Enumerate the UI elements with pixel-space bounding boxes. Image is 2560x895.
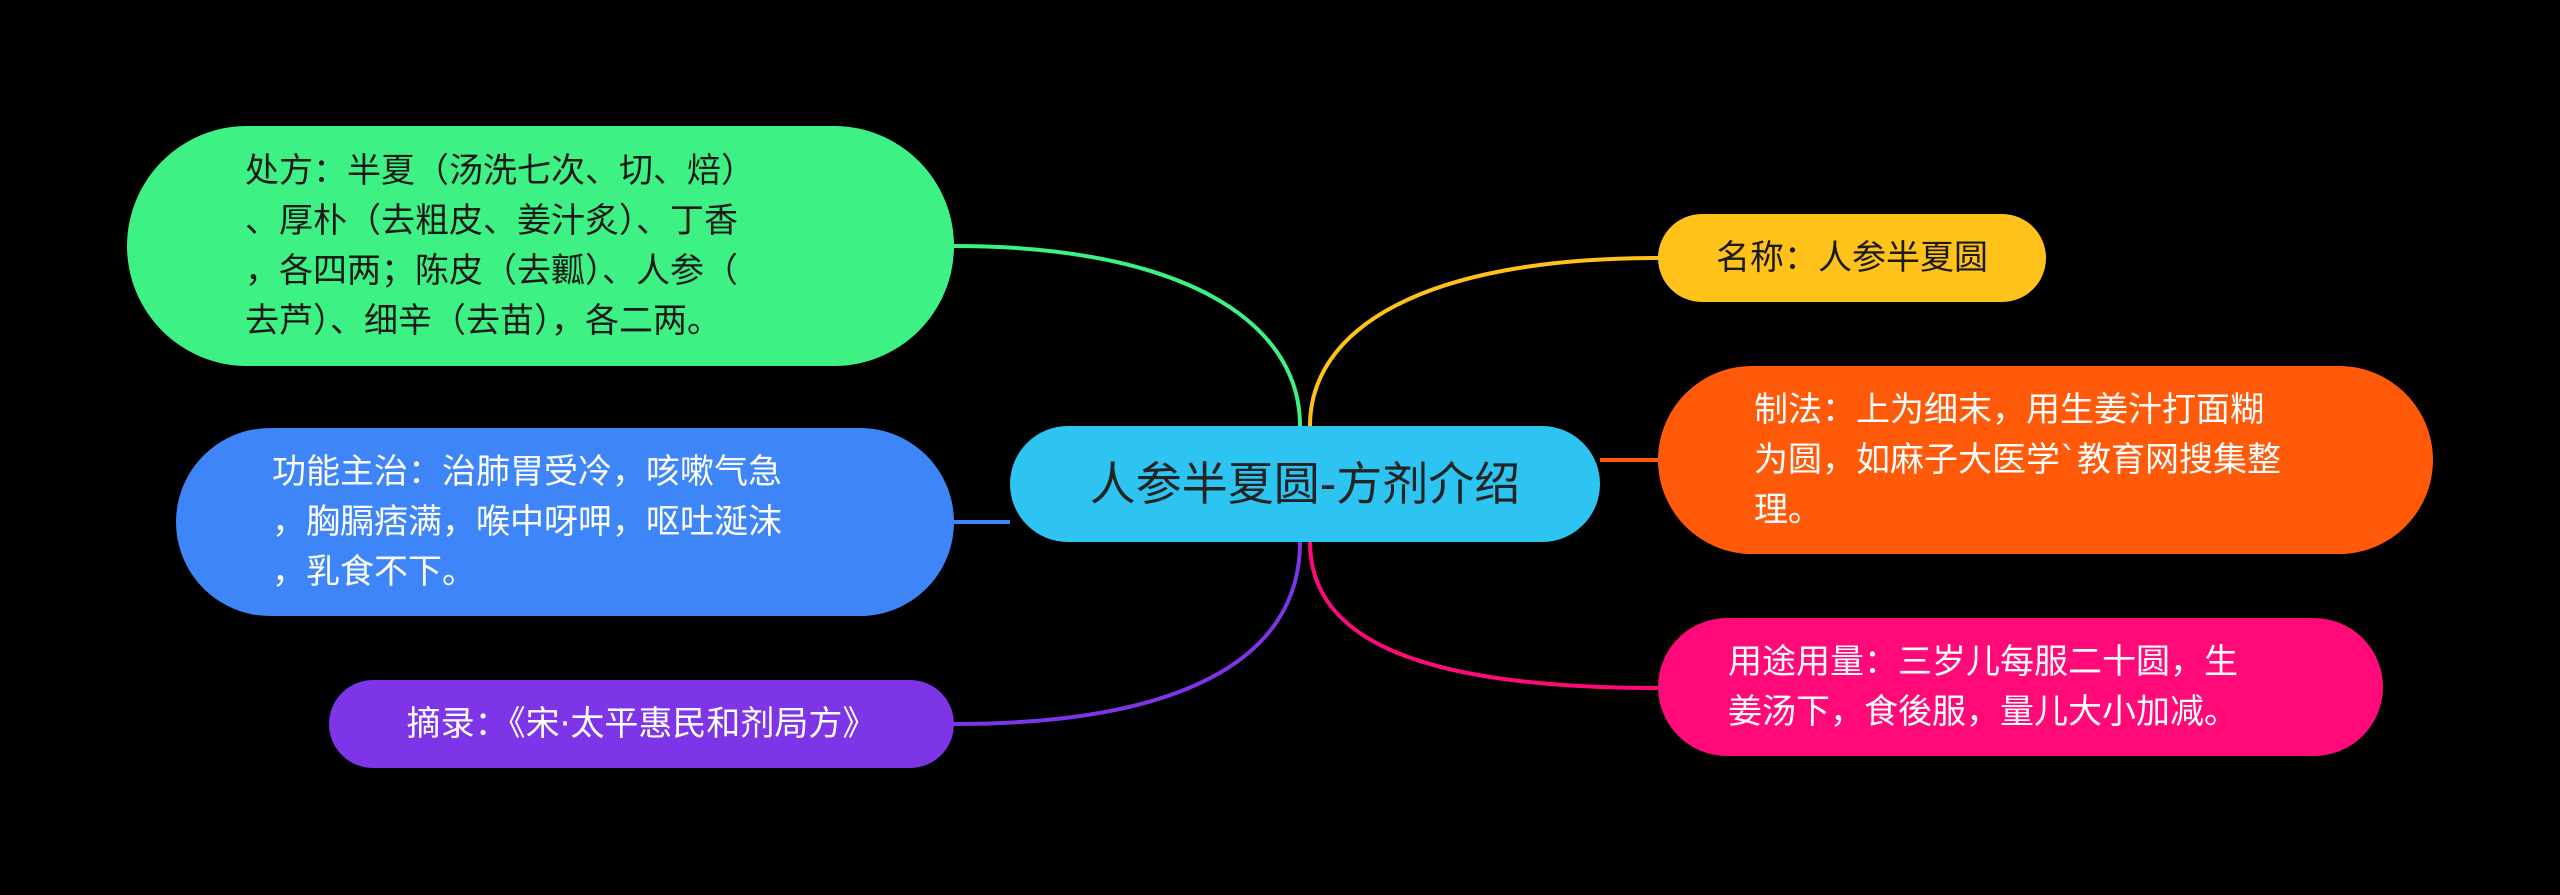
topic-prescription[interactable]: 处方：半夏（汤洗七次、切、焙） 、厚朴（去粗皮、姜汁炙）、丁香 ，各四两；陈皮（…	[127, 126, 954, 366]
topic-usage-text: 用途用量：三岁儿每服二十圆，生 姜汤下，食後服，量儿大小加减。	[1728, 642, 2238, 732]
central-topic[interactable]: 人参半夏圆-方剂介绍	[1010, 426, 1600, 542]
topic-excerpt-text: 摘录：《宋·太平惠民和剂局方》	[406, 704, 877, 744]
topic-function-text: 功能主治：治肺胃受冷，咳嗽气急 ，胸膈痞满，喉中呀呷，呕吐涎沫 ，乳食不下。	[272, 452, 782, 592]
topic-name[interactable]: 名称：人参半夏圆	[1658, 214, 2046, 302]
link-prescription	[953, 244, 1302, 427]
central-topic-text: 人参半夏圆-方剂介绍	[1089, 457, 1521, 511]
link-excerpt	[953, 541, 1302, 726]
topic-function[interactable]: 功能主治：治肺胃受冷，咳嗽气急 ，胸膈痞满，喉中呀呷，呕吐涎沫 ，乳食不下。	[176, 428, 954, 616]
topic-name-text: 名称：人参半夏圆	[1716, 238, 1988, 278]
topic-excerpt[interactable]: 摘录：《宋·太平惠民和剂局方》	[329, 680, 954, 768]
topic-prescription-text: 处方：半夏（汤洗七次、切、焙） 、厚朴（去粗皮、姜汁炙）、丁香 ，各四两；陈皮（…	[245, 151, 755, 341]
link-name	[1308, 256, 1659, 427]
link-usage	[1308, 541, 1659, 690]
topic-usage[interactable]: 用途用量：三岁儿每服二十圆，生 姜汤下，食後服，量儿大小加减。	[1658, 618, 2383, 756]
topic-preparation-text: 制法：上为细末，用生姜汁打面糊 为圆，如麻子大医学`教育网搜集整 理。	[1754, 390, 2281, 530]
topic-preparation[interactable]: 制法：上为细末，用生姜汁打面糊 为圆，如麻子大医学`教育网搜集整 理。	[1658, 366, 2433, 554]
